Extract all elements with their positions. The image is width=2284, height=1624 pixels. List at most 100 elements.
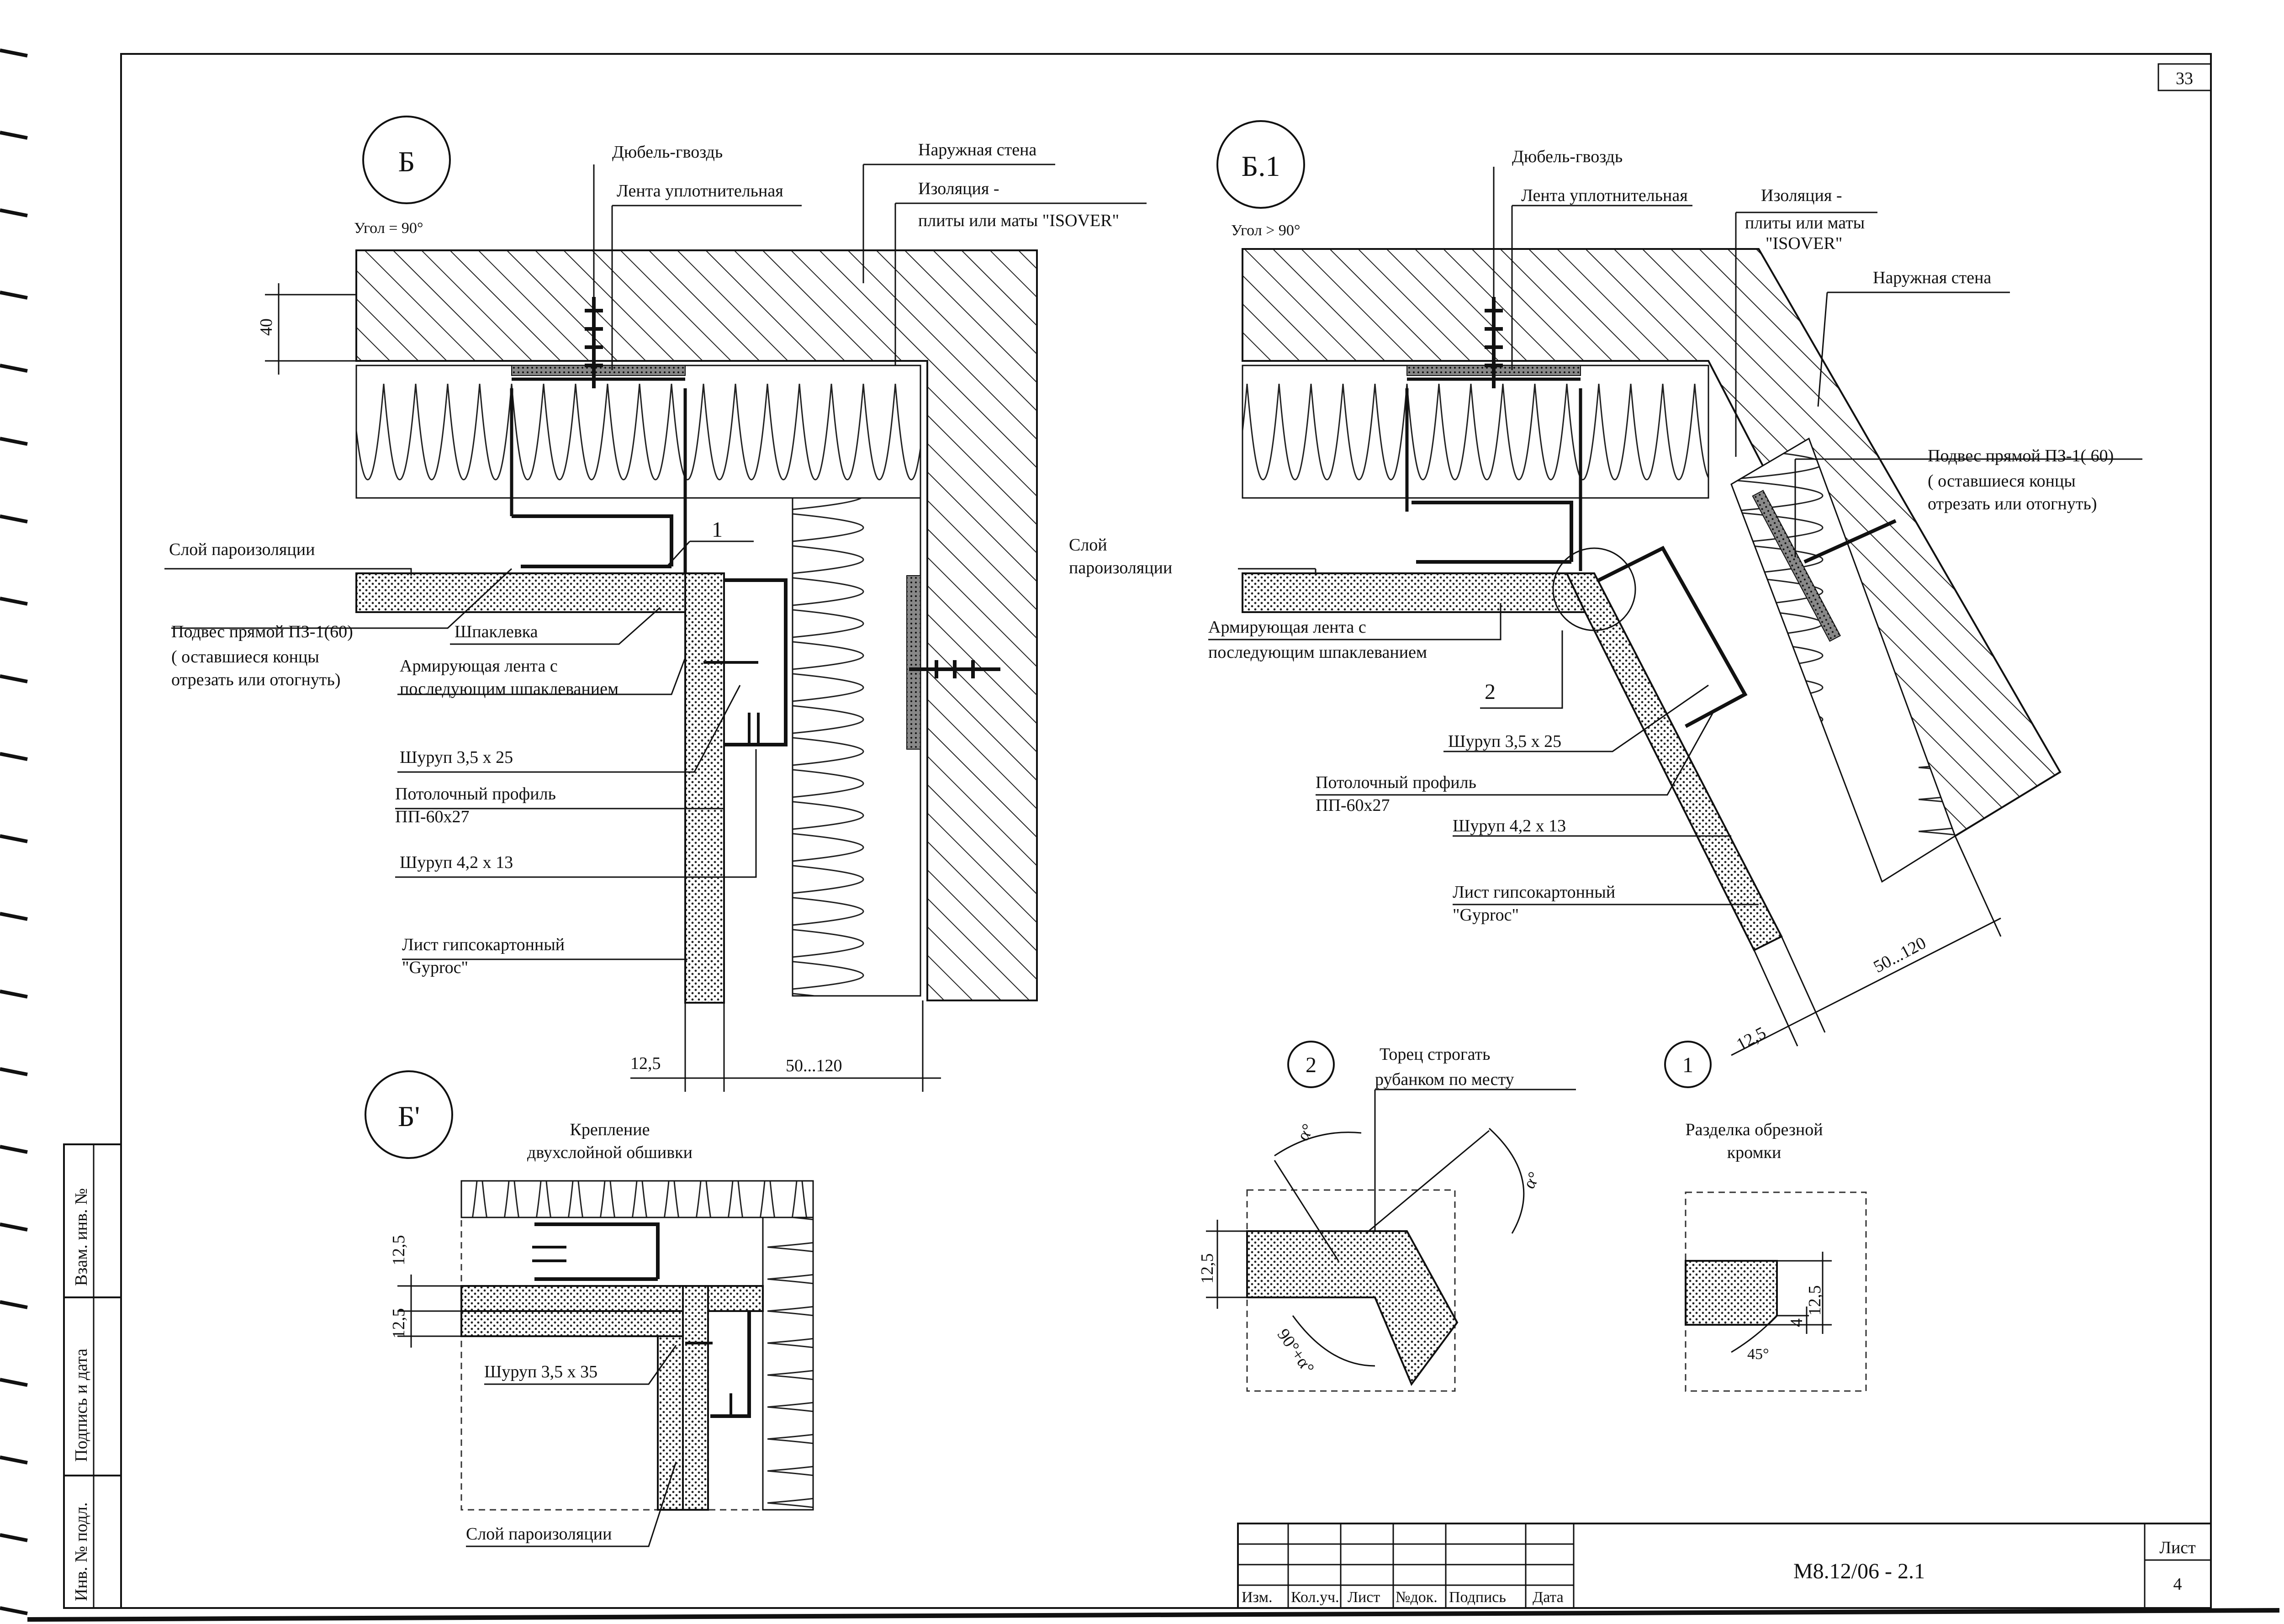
bprime-board-2 [460,1310,684,1337]
label-tape-1: Армирующая лента с [400,656,558,676]
label-dowel: Дюбель-гвоздь [612,143,723,162]
detail-2-note-1: Торец строгать [1380,1045,1490,1064]
detail-2-mark-circle [1287,1041,1335,1088]
insulation-h-b1 [1242,365,1709,499]
detail-b-prime: Б' Крепление двухслойной обшивки 12,5 12… [365,1070,814,1547]
detail-b1-callout: 2 [1485,680,1496,704]
detail-1-title-1: Разделка обрезной [1685,1120,1823,1139]
detail-2-alpha-1: α° [1293,1121,1318,1144]
label-outer-wall-b1: Наружная стена [1873,268,1991,287]
binding-marks [0,48,28,1615]
detail-2-mark: 2 [1306,1053,1316,1077]
label-screw-a: Шуруп 3,5 х 25 [400,748,513,767]
dims-b1 [1731,836,2002,1056]
bprime-leaders [466,1345,677,1547]
bprime-board-v1 [682,1285,709,1511]
label-putty: Шпаклевка [455,622,538,641]
label-insulation-b1-2: плиты или маты [1745,213,1865,233]
bprime-title-2: двухслойной обшивки [527,1143,693,1162]
detail-1-dims [1731,1252,1832,1353]
label-tape-b1-2: последующим шпаклеванием [1208,643,1427,662]
label-hanger-b1-2: ( оставшиеся концы [1928,471,2076,491]
label-vapor: Слой пароизоляции [169,540,315,559]
dim-50-120: 50...120 [786,1056,842,1075]
detail-2: 2 Торец строгать рубанком по месту α° α°… [1198,1041,1576,1392]
detail-1: 1 Разделка обрезной кромки 4 12,5 45° [1664,1041,1867,1392]
insulation-vertical [792,497,921,997]
label-gypsum-2: "Gyproc" [402,958,468,977]
label-gypsum-1: Лист гипсокартонный [402,935,565,954]
label-hanger-2: ( оставшиеся концы [171,647,319,667]
col-izm: Изм. [1242,1589,1273,1606]
detail-b1-angle: Угол > 90° [1231,222,1300,239]
bprime-board-v2 [657,1335,684,1511]
bprime-title-1: Крепление [570,1120,650,1139]
ceiling-profile-h [512,514,673,568]
label-vapor-b1-1: Слой [1069,535,1107,555]
label-outer-wall: Наружная стена [918,140,1036,159]
detail-b1-mark-circle [1216,120,1305,209]
detail-bprime-mark-circle [365,1070,453,1159]
label-profile-1: Потолочный профиль [395,784,556,804]
ceiling-profile-slanted-b1 [1598,545,1748,728]
label-seal-tape-b1: Лента уплотнительная [1521,186,1688,205]
detail-b-mark: Б [398,145,415,178]
detail-2-dim [1206,1220,1247,1309]
detail-bprime-mark: Б' [398,1100,420,1132]
label-insulation-b1-1: Изоляция - [1761,186,1842,205]
detail-2-note-2: рубанком по месту [1375,1070,1514,1089]
label-vapor-b1-2: пароизоляции [1069,558,1172,577]
detail-1-dim-a: 4 [1787,1318,1806,1327]
wall-seal-tape [906,575,921,750]
bprime-dim-2: 12,5 [389,1308,408,1339]
page-number: 33 [2176,69,2193,88]
label-profile-2: ПП-60х27 [395,807,470,826]
bprime-dims [397,1275,461,1348]
col-sign: Подпись [1449,1589,1506,1606]
detail-2-angle-90: 90°+α° [1274,1325,1318,1377]
detail-b-angle: Угол = 90° [354,220,423,237]
label-dowel-b1: Дюбель-гвоздь [1512,147,1623,166]
gypsum-board-v [684,572,725,1004]
label-hanger-b1-3: отрезать или отогнуть) [1928,494,2097,513]
detail-2-arcs [1274,1127,1525,1367]
label-tape-b1-1: Армирующая лента с [1208,618,1366,637]
ceiling-profile-b1 [1412,501,1573,564]
detail-1-board [1685,1260,1778,1326]
hanger-profile [510,377,687,576]
label-profile-b1-2: ПП-60х27 [1316,796,1390,815]
dim-40: 40 [257,318,276,336]
dims-b [265,283,941,1092]
label-profile-b1-1: Потолочный профиль [1316,773,1476,792]
col-ndok: №док. [1396,1589,1438,1606]
gypsum-slanted-b1 [1565,572,1783,952]
col-kol: Кол.уч. [1291,1589,1339,1606]
bprime-dim-1: 12,5 [389,1235,408,1266]
gypsum-h-b1 [1242,572,1587,613]
label-gypsum-b1-2: "Gyproc" [1453,905,1519,925]
detail-1-mark: 1 [1682,1053,1693,1077]
dim-b1-12-5: 12,5 [1734,1023,1769,1054]
leaders-b1 [1208,167,2142,905]
label-hanger-1: Подвес прямой ПЗ-1(60) [171,622,353,641]
bprime-board-1 [460,1285,764,1312]
detail-1-mark-circle [1664,1041,1712,1088]
detail-b-mark-circle [362,116,451,204]
bprime-insulation-side [762,1217,814,1511]
sheet-number: 4 [2173,1575,2182,1594]
label-hanger-3: отрезать или отогнуть) [171,670,340,689]
label-gypsum-b1-1: Лист гипсокартонный [1453,883,1615,902]
detail-2-ref-circle [1552,547,1636,631]
bprime-vapor-label: Слой пароизоляции [466,1524,612,1544]
bprime-screw-label: Шуруп 3,5 х 35 [484,1362,597,1381]
dim-12-5: 12,5 [630,1054,661,1073]
bprime-frame [460,1180,814,1511]
callout-leader [666,540,754,567]
label-insulation-2: плиты или маты "ISOVER" [918,211,1119,230]
wall-dowel-icon-b1 [1803,519,1897,564]
label-tape-2: последующим шпаклеванием [400,679,619,698]
label-screw-b-b1: Шуруп 4,2 х 13 [1453,816,1566,836]
outer-wall-b1 [1242,248,2062,837]
detail-2-board [1246,1230,1459,1386]
